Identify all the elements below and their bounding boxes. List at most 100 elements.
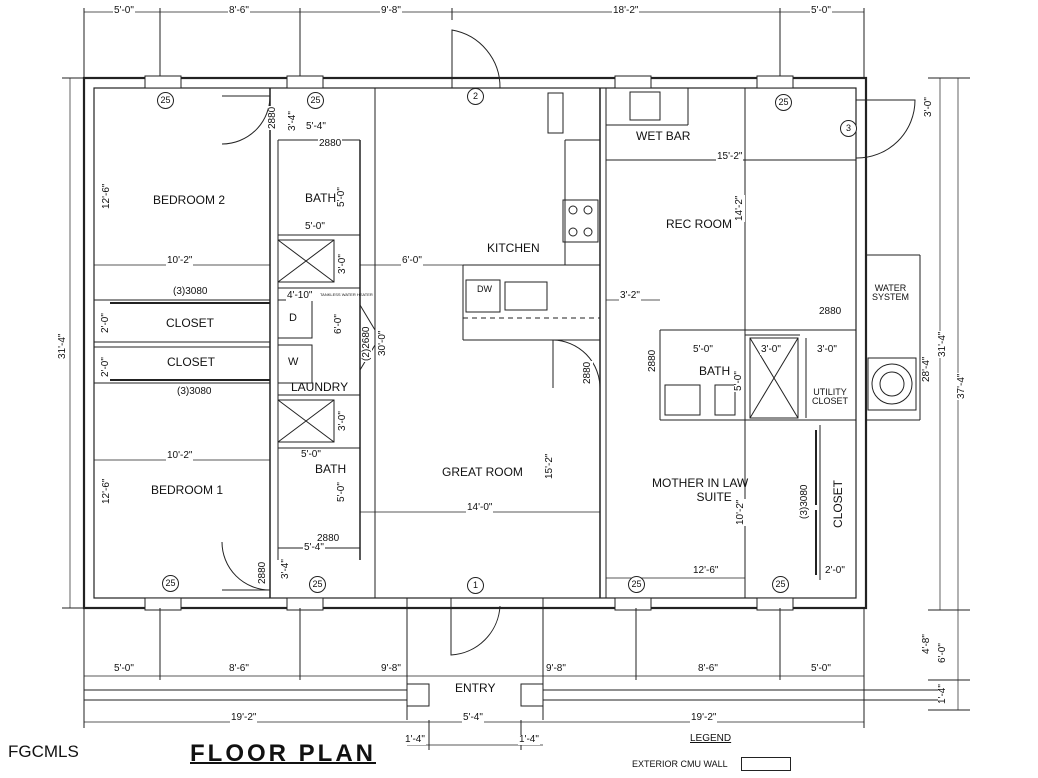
dim-bot-3: 9'-8" — [380, 663, 402, 674]
watermark: FGCMLS — [8, 742, 79, 761]
dim-br2-height: 12'-6" — [101, 182, 112, 210]
dim-br1-width: 10'-2" — [166, 450, 194, 461]
dim-right-31-4: 31'-4" — [937, 330, 948, 358]
window-tag-25-e: 25 — [309, 576, 326, 593]
dim-closet-door-2: (3)3080 — [176, 386, 213, 397]
dishwasher-label: DW — [477, 284, 492, 294]
dim-door-2880-br1: 2880 — [257, 560, 268, 585]
entry-label: ENTRY — [455, 681, 496, 695]
dim-shower-lower: 3'-0" — [337, 410, 348, 432]
dim-rec-height: 14'-2" — [734, 194, 745, 222]
dim-mil-3-2: 3'-2" — [619, 290, 641, 301]
page-title: FLOOR PLAN — [190, 740, 376, 767]
dim-laundry-door: (2)2680 — [361, 325, 372, 362]
legend-swatch — [741, 757, 791, 771]
rec-room-label: REC ROOM — [666, 217, 732, 231]
dim-right-28-4: 28'-4" — [921, 355, 932, 383]
dim-mil-height: 10'-2" — [735, 498, 746, 526]
dim-shower-upper: 3'-0" — [337, 253, 348, 275]
dim-bath-upper-width: 5'-0" — [304, 221, 326, 232]
dim-right-6-0: 6'-0" — [937, 642, 948, 664]
dim-bot-1: 5'-0" — [113, 663, 135, 674]
dim-rec-width: 15'-2" — [716, 151, 744, 162]
bedroom-1-label: BEDROOM 1 — [151, 483, 224, 497]
dim-top-5: 5'-0" — [810, 5, 832, 16]
dim-bot-1-4-a: 1'-4" — [404, 734, 426, 745]
dim-closet-h1: 2'-0" — [100, 312, 111, 334]
laundry-label: LAUNDRY — [291, 380, 349, 394]
dim-right-1-4: 1'-4" — [937, 683, 948, 705]
dim-right-4-8: 4'-8" — [921, 633, 932, 655]
dim-top-3: 9'-8" — [380, 5, 402, 16]
bedroom-2-label: BEDROOM 2 — [153, 193, 226, 207]
dim-br1-height: 12'-6" — [101, 477, 112, 505]
dim-mil-bath-2880: 2880 — [647, 348, 658, 373]
dim-kitchen-2880: 2880 — [582, 360, 593, 385]
dim-bot-2: 8'-6" — [228, 663, 250, 674]
washer-label: W — [288, 356, 299, 368]
dim-5-4-lower: 5'-4" — [303, 542, 325, 553]
dim-bath-upper-2880: 2880 — [318, 138, 343, 149]
door-tag-2: 2 — [467, 88, 484, 105]
kitchen-label: KITCHEN — [487, 241, 540, 255]
dim-mil-width: 12'-6" — [692, 565, 720, 576]
dim-br2-width: 10'-2" — [166, 255, 194, 266]
dim-laundry-width: 4'-10" — [286, 290, 314, 301]
dim-bot-1-4-b: 1'-4" — [518, 734, 540, 745]
closet-mil-label: CLOSET — [831, 479, 845, 528]
window-tag-25-d: 25 — [162, 575, 179, 592]
dim-mil-shower-width: 3'-0" — [760, 344, 782, 355]
dim-wetbar-3-0: 3'-0" — [923, 96, 934, 118]
dim-3-4-lower: 3'-4" — [280, 558, 291, 580]
legend-heading: LEGEND — [690, 733, 732, 744]
dryer-label: D — [289, 312, 297, 324]
dim-left-total: 31'-4" — [57, 332, 68, 360]
dim-laundry-6: 6'-0" — [333, 313, 344, 335]
dim-closet-h2: 2'-0" — [100, 356, 111, 378]
dim-top-2: 8'-6" — [228, 5, 250, 16]
dim-bot-total-right: 19'-2" — [690, 712, 718, 723]
window-tag-25-b: 25 — [307, 92, 324, 109]
dim-3-4-upper: 3'-4" — [287, 110, 298, 132]
dim-great-height: 15'-2" — [544, 452, 555, 480]
dim-hall-30: 30'-0" — [377, 329, 388, 357]
dim-mil-bath-height: 5'-0" — [733, 370, 744, 392]
window-tag-25-g: 25 — [772, 576, 789, 593]
dim-bot-6: 5'-0" — [810, 663, 832, 674]
dim-mil-2880: 2880 — [818, 306, 843, 317]
window-tag-25-f: 25 — [628, 576, 645, 593]
dim-bot-total-left: 19'-2" — [230, 712, 258, 723]
dim-bot-total-center: 5'-4" — [462, 712, 484, 723]
great-room-label: GREAT ROOM — [442, 465, 523, 479]
dim-mil-closet-door: (3)3080 — [799, 483, 810, 520]
bath-lower-label: BATH — [315, 462, 347, 476]
dim-door-2880-br2: 2880 — [267, 105, 278, 130]
dim-5-4-upper: 5'-4" — [305, 121, 327, 132]
legend-item: EXTERIOR CMU WALL — [632, 759, 728, 769]
window-tag-25-a: 25 — [157, 92, 174, 109]
dim-bot-4: 9'-8" — [545, 663, 567, 674]
tankless-water-heater-note: TANKLESS WATER HEATER — [320, 292, 373, 297]
door-tag-1: 1 — [467, 577, 484, 594]
dim-mil-bath-width: 5'-0" — [692, 344, 714, 355]
dim-bot-5: 8'-6" — [697, 663, 719, 674]
dim-bath-lower-width: 5'-0" — [300, 449, 322, 460]
closet-upper-label: CLOSET — [166, 316, 215, 330]
door-tag-3: 3 — [840, 120, 857, 137]
bath-mil-label: BATH — [699, 364, 731, 378]
dim-top-4: 18'-2" — [612, 5, 640, 16]
dim-bath-upper-height: 5'-0" — [336, 186, 347, 208]
dim-great-width: 14'-0" — [466, 502, 494, 513]
closet-lower-label: CLOSET — [167, 355, 216, 369]
dim-bath-lower-2880: 2880 — [316, 533, 341, 544]
dim-closet-door-1: (3)3080 — [172, 286, 209, 297]
bath-upper-label: BATH — [305, 191, 337, 205]
dim-bath-lower-height: 5'-0" — [336, 481, 347, 503]
window-tag-25-c: 25 — [775, 94, 792, 111]
dim-mil-utility-width: 3'-0" — [816, 344, 838, 355]
wet-bar-label: WET BAR — [636, 129, 691, 143]
